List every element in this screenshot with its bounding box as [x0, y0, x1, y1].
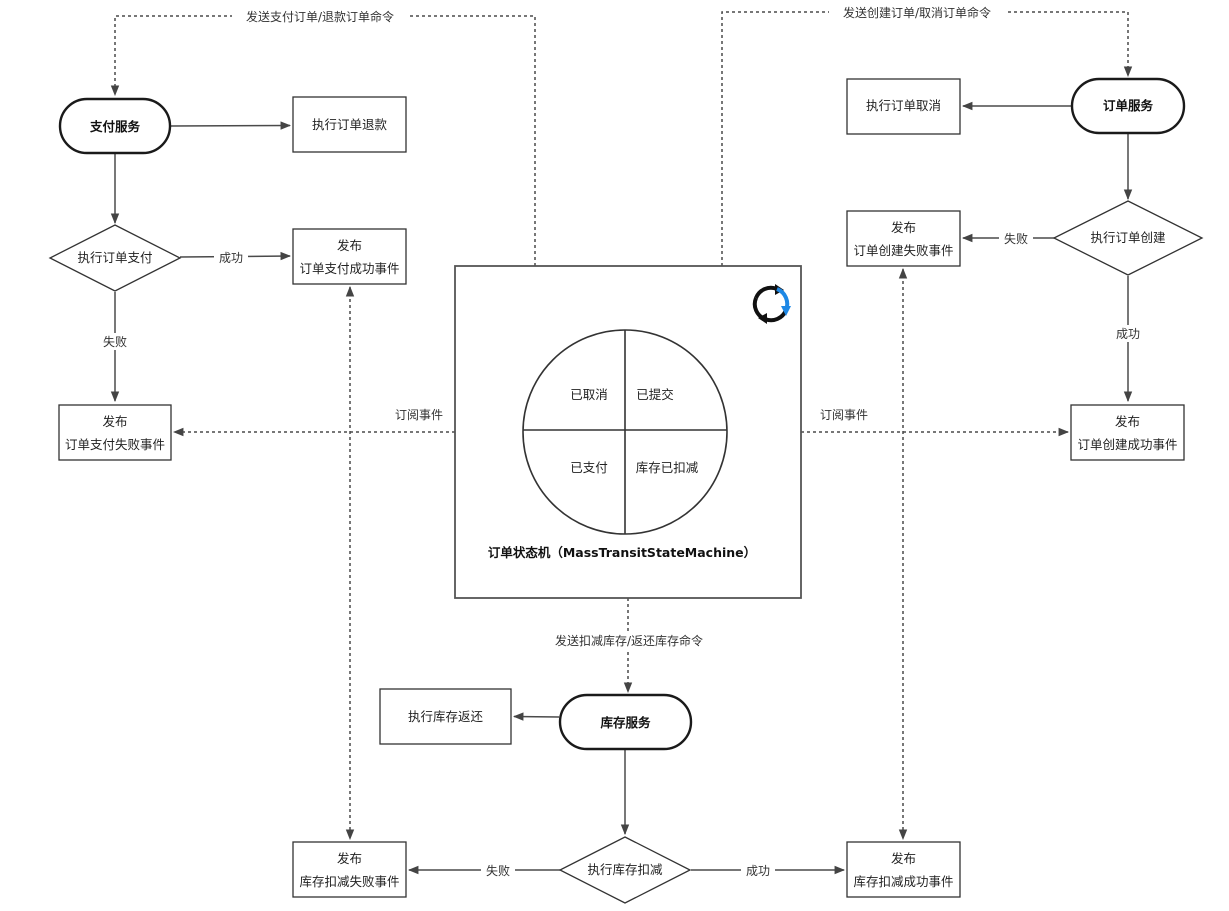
- svg-text:执行订单退款: 执行订单退款: [312, 117, 388, 132]
- svg-text:执行库存返还: 执行库存返还: [408, 709, 484, 724]
- create-fail-event-box[interactable]: 发布 订单创建失败事件: [846, 210, 961, 267]
- svg-text:成功: 成功: [746, 864, 770, 878]
- svg-text:库存扣减失败事件: 库存扣减失败事件: [299, 874, 399, 889]
- state-cancelled: 已取消: [570, 387, 608, 402]
- svg-text:库存服务: 库存服务: [600, 715, 651, 730]
- state-machine-title: 订单状态机（MassTransitStateMachine）: [488, 545, 756, 560]
- svg-text:发布: 发布: [337, 851, 362, 866]
- edge-label-cmd-inventory: 发送扣减库存/返还库存命令: [541, 632, 717, 649]
- state-inventory-deducted: 库存已扣减: [636, 460, 699, 475]
- edge-label-pay-success: 成功: [214, 249, 248, 266]
- refresh-cycle-icon: [752, 284, 791, 324]
- svg-text:失败: 失败: [486, 863, 510, 878]
- edge-label-deduct-success: 成功: [741, 862, 775, 879]
- arrow-payment-to-refund: [170, 121, 292, 130]
- state-paid: 已支付: [570, 460, 608, 475]
- state-submitted: 已提交: [636, 387, 674, 402]
- svg-text:订单支付成功事件: 订单支付成功事件: [299, 261, 399, 276]
- svg-text:订单创建成功事件: 订单创建成功事件: [1077, 437, 1177, 452]
- edge-label-cmd-payment: 发送支付订单/退款订单命令: [232, 8, 408, 25]
- pay-decision[interactable]: 执行订单支付: [48, 224, 182, 292]
- svg-text:成功: 成功: [219, 251, 243, 265]
- order-service-node[interactable]: 订单服务: [1070, 77, 1186, 135]
- svg-text:发送扣减库存/返还库存命令: 发送扣减库存/返还库存命令: [555, 633, 703, 648]
- arrow-cmd-payment: [110, 15, 536, 266]
- deduct-success-event-box[interactable]: 发布 库存扣减成功事件: [846, 841, 961, 898]
- create-success-event-box[interactable]: 发布 订单创建成功事件: [1070, 404, 1185, 461]
- svg-text:发送支付订单/退款订单命令: 发送支付订单/退款订单命令: [246, 9, 394, 24]
- svg-text:发布: 发布: [891, 220, 916, 235]
- svg-text:成功: 成功: [1116, 327, 1140, 341]
- svg-text:订阅事件: 订阅事件: [395, 408, 443, 422]
- svg-text:发布: 发布: [891, 851, 916, 866]
- svg-text:订单创建失败事件: 订单创建失败事件: [853, 243, 953, 258]
- edge-label-cmd-order: 发送创建订单/取消订单命令: [829, 4, 1005, 21]
- create-decision[interactable]: 执行订单创建: [1052, 200, 1204, 276]
- state-machine-box[interactable]: 已取消 已提交 已支付 库存已扣减 订单状态机（MassTransitState…: [454, 265, 802, 599]
- svg-text:发布: 发布: [102, 414, 127, 429]
- payment-service-node[interactable]: 支付服务: [58, 97, 172, 155]
- svg-text:执行订单取消: 执行订单取消: [866, 98, 941, 113]
- svg-text:订单服务: 订单服务: [1103, 98, 1154, 113]
- svg-text:执行订单创建: 执行订单创建: [1090, 230, 1166, 245]
- svg-text:订阅事件: 订阅事件: [820, 408, 868, 422]
- pay-success-event-box[interactable]: 发布 订单支付成功事件: [292, 228, 407, 285]
- svg-text:发布: 发布: [337, 238, 362, 253]
- svg-text:执行订单支付: 执行订单支付: [77, 250, 152, 265]
- refund-action-box[interactable]: 执行订单退款: [292, 96, 407, 153]
- edge-label-deduct-fail: 失败: [481, 862, 515, 879]
- svg-text:失败: 失败: [1004, 231, 1028, 246]
- edge-label-subscribe-left: 订阅事件: [395, 408, 443, 422]
- restock-action-box[interactable]: 执行库存返还: [379, 688, 512, 745]
- edge-label-subscribe-right: 订阅事件: [820, 408, 868, 422]
- svg-text:库存扣减成功事件: 库存扣减成功事件: [853, 874, 953, 889]
- cancel-action-box[interactable]: 执行订单取消: [846, 78, 961, 135]
- svg-text:发布: 发布: [1115, 414, 1140, 429]
- svg-text:订单支付失败事件: 订单支付失败事件: [65, 437, 165, 452]
- deduct-fail-event-box[interactable]: 发布 库存扣减失败事件: [292, 841, 407, 898]
- svg-text:执行库存扣减: 执行库存扣减: [587, 862, 663, 877]
- edge-label-create-fail: 失败: [999, 230, 1033, 247]
- arrow-inventory-to-restock: [512, 712, 560, 721]
- edge-label-create-success: 成功: [1111, 325, 1145, 342]
- pay-fail-event-box[interactable]: 发布 订单支付失败事件: [58, 404, 172, 461]
- inventory-service-node[interactable]: 库存服务: [558, 693, 693, 751]
- deduct-decision[interactable]: 执行库存扣减: [558, 836, 692, 904]
- svg-text:发送创建订单/取消订单命令: 发送创建订单/取消订单命令: [843, 5, 991, 20]
- svg-text:支付服务: 支付服务: [89, 119, 141, 134]
- edge-label-pay-fail: 失败: [98, 333, 132, 350]
- svg-text:失败: 失败: [103, 334, 127, 349]
